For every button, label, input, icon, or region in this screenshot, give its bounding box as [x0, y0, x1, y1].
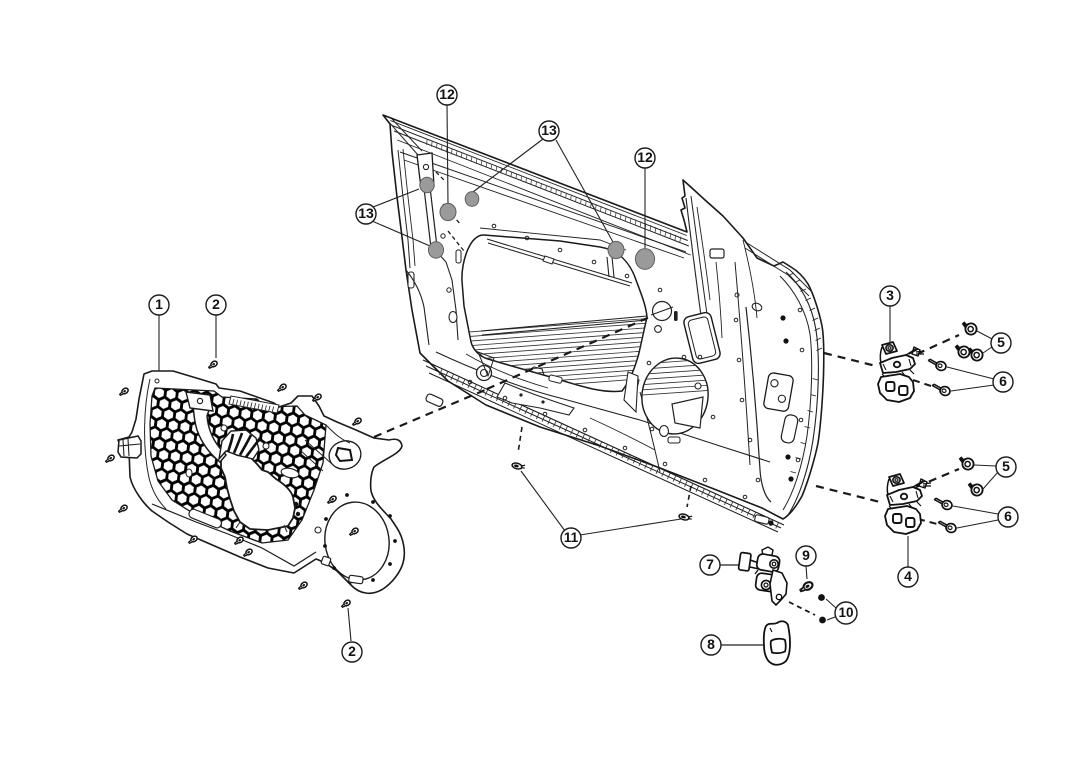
svg-text:6: 6 [1004, 508, 1012, 524]
svg-text:9: 9 [802, 547, 810, 563]
svg-text:2: 2 [348, 643, 356, 659]
svg-text:13: 13 [541, 122, 557, 138]
svg-text:8: 8 [707, 636, 715, 652]
svg-text:11: 11 [564, 530, 579, 545]
svg-text:2: 2 [212, 296, 220, 312]
svg-text:12: 12 [637, 149, 653, 165]
svg-text:4: 4 [904, 568, 912, 584]
svg-text:6: 6 [999, 373, 1007, 389]
svg-text:5: 5 [997, 334, 1005, 350]
svg-text:3: 3 [886, 287, 894, 303]
svg-text:12: 12 [439, 86, 455, 102]
svg-text:7: 7 [706, 556, 714, 572]
svg-text:10: 10 [838, 605, 853, 620]
svg-text:1: 1 [155, 296, 163, 312]
svg-text:13: 13 [358, 205, 374, 221]
svg-text:5: 5 [1002, 458, 1010, 474]
